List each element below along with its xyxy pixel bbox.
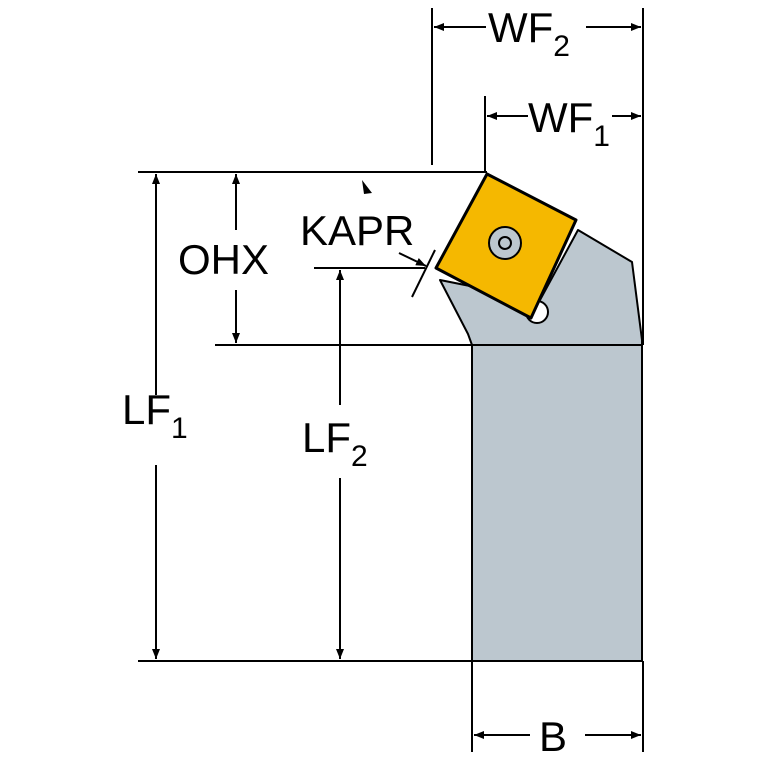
holder-shank (471, 344, 643, 662)
wf1-label: WF1 (528, 94, 610, 153)
lf2-label: LF2 (302, 414, 368, 473)
ohx-label: OHX (178, 236, 269, 283)
b-label: B (539, 713, 567, 760)
insert-screw-inner (498, 236, 512, 250)
kapr-arrow (398, 252, 427, 267)
kapr-top-marker (362, 180, 372, 194)
dimension-arrows (152, 23, 641, 739)
lf1-label: LF1 (122, 386, 188, 445)
extension-lines (138, 8, 644, 752)
kapr-label: KAPR (300, 207, 414, 254)
wf2-label: WF2 (488, 4, 570, 63)
